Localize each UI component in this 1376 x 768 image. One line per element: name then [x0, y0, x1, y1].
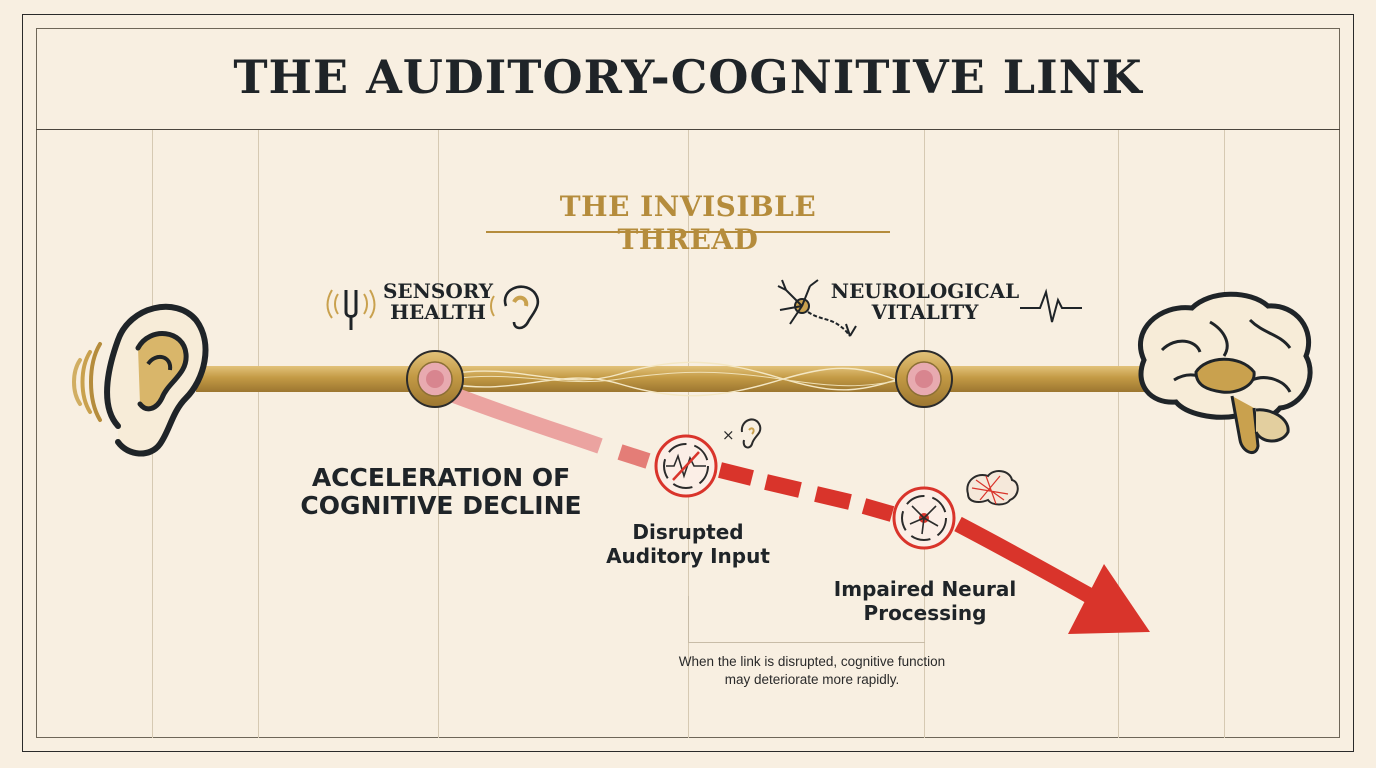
impaired-node [892, 486, 956, 550]
pulse-icon [1020, 288, 1082, 323]
sensory-health-label: SENSORY HEALTH [382, 279, 494, 324]
ear-icon [104, 303, 209, 457]
caption-bracket [688, 596, 925, 643]
subtitle-underline [486, 231, 890, 233]
sound-waves-icon [72, 342, 102, 422]
grid-line [258, 130, 259, 738]
small-ear-icon [490, 285, 540, 330]
disrupted-input-label: Disrupted Auditory Input [606, 520, 770, 568]
neurological-vitality-label: NEUROLOGICAL VITALITY [830, 279, 1020, 324]
grid-line [1224, 130, 1225, 738]
grid-line [924, 130, 925, 738]
page-title: THE AUDITORY-COGNITIVE LINK [233, 50, 1143, 104]
impaired-processing-label: Impaired Neural Processing [833, 577, 1017, 625]
title-divider [36, 129, 1340, 130]
subtitle: THE INVISIBLE THREAD [559, 190, 817, 256]
brain-icon [1137, 291, 1313, 455]
decline-arrow [443, 384, 1150, 634]
outer-frame [22, 14, 1354, 752]
neuron-icon [777, 279, 857, 337]
tuning-fork-icon [326, 289, 376, 330]
grid-line [1118, 130, 1119, 738]
grid-line [688, 130, 689, 738]
acceleration-label: ACCELERATION OF COGNITIVE DECLINE [300, 463, 582, 521]
neuro-node [895, 350, 953, 408]
svg-text:×: × [722, 426, 735, 444]
caption-text: When the link is disrupted, cognitive fu… [678, 654, 946, 687]
sensory-node [406, 350, 464, 408]
grid-line [438, 130, 439, 738]
gold-thread-bar [196, 361, 1156, 397]
disrupted-node [654, 434, 718, 498]
muted-ear-icon: × [722, 418, 762, 449]
tangled-brain-icon [966, 470, 1019, 506]
